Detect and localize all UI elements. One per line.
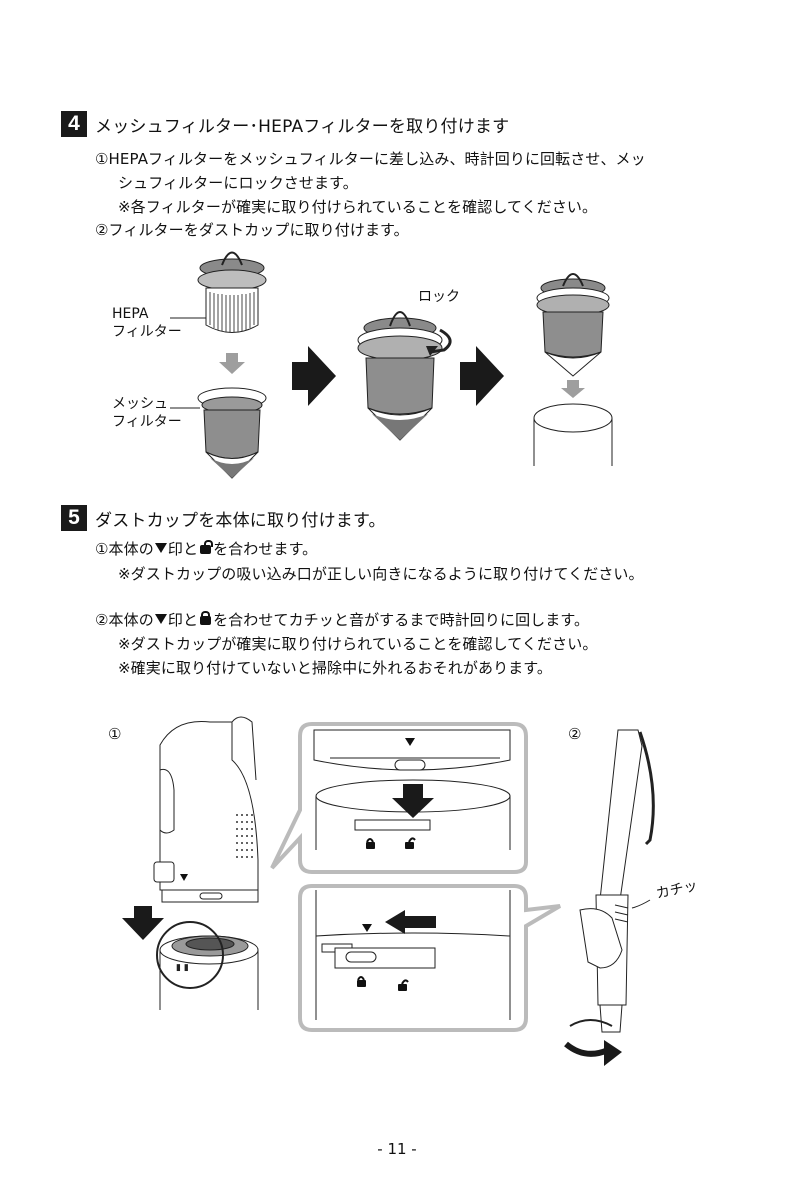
- stick-cleaner-drawing: [566, 730, 653, 1066]
- callout-rotate-lock: [300, 886, 560, 1030]
- page-number: - 11 -: [0, 1140, 794, 1158]
- body-alignment-drawing: ▮ ▮: [122, 717, 258, 1010]
- svg-text:▮ ▮: ▮ ▮: [176, 963, 189, 973]
- callout-align-marks: [272, 724, 526, 872]
